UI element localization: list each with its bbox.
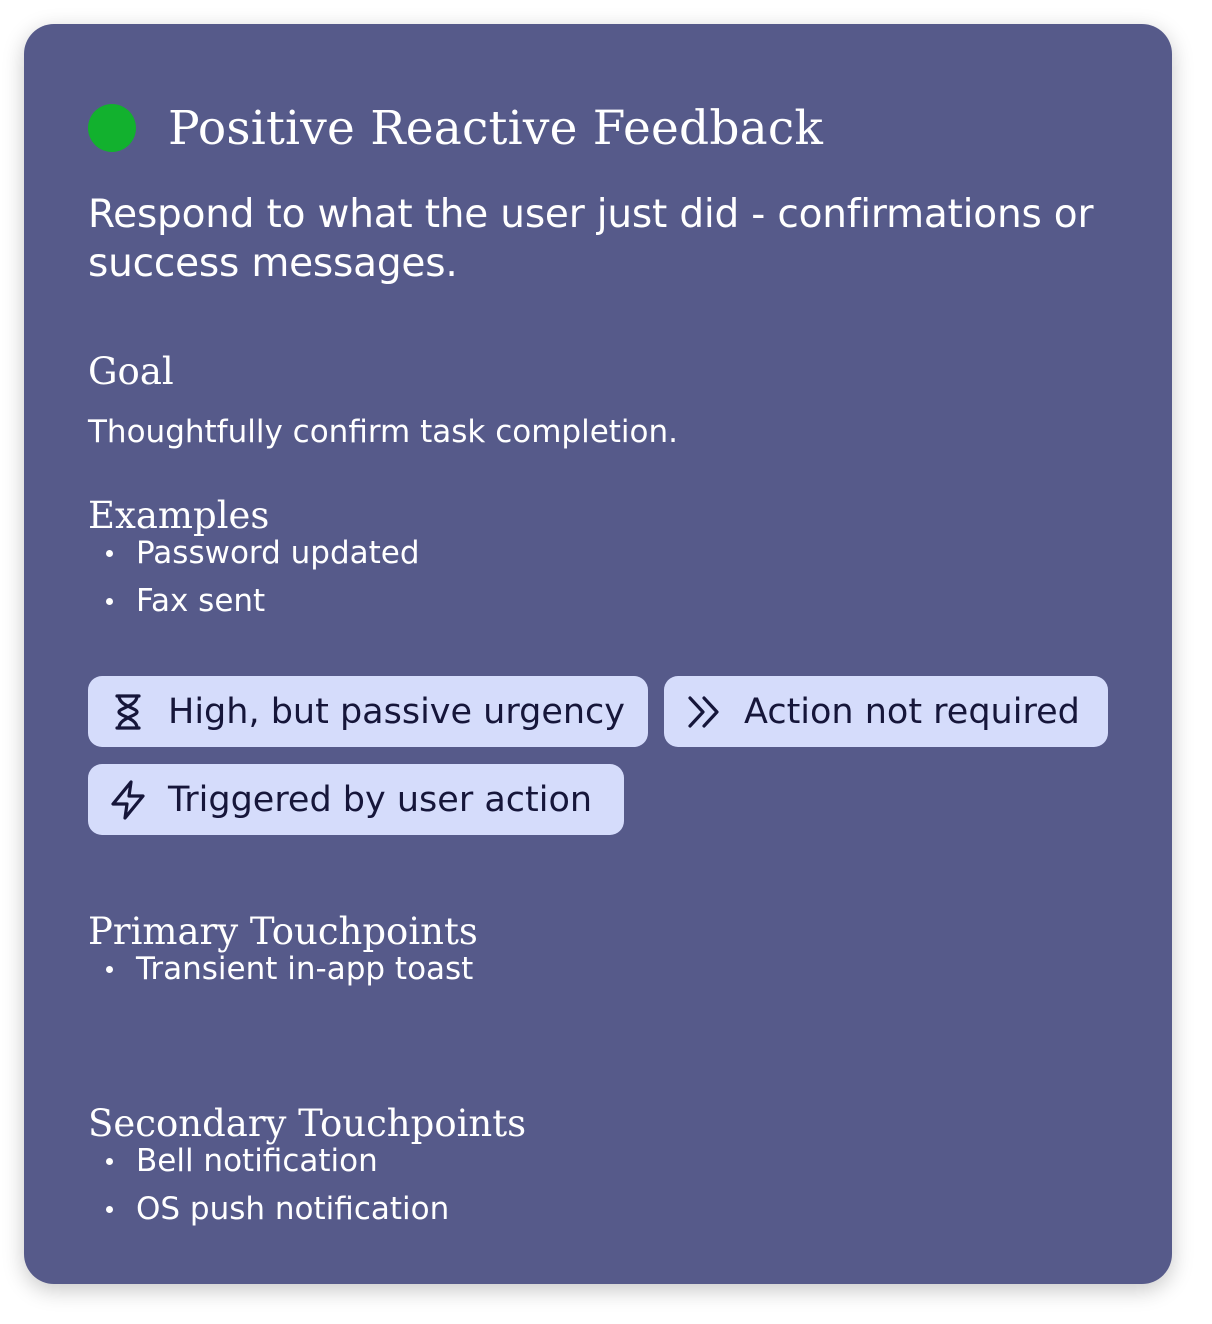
hourglass-icon bbox=[106, 690, 150, 734]
example-item-label: Password updated bbox=[136, 535, 420, 571]
primary-touchpoints-heading: Primary Touchpoints bbox=[88, 910, 478, 953]
card-header: Positive Reactive Feedback bbox=[88, 98, 823, 158]
chip-label: Triggered by user action bbox=[168, 779, 593, 820]
touchpoint-item-label: Transient in-app toast bbox=[136, 951, 474, 987]
lightning-bolt-icon bbox=[106, 778, 150, 822]
bullet-icon bbox=[106, 1206, 113, 1213]
bullet-icon bbox=[106, 598, 113, 605]
notification-type-card: Positive Reactive Feedback Respond to wh… bbox=[24, 24, 1172, 1284]
touchpoint-item-label: OS push notification bbox=[136, 1191, 450, 1227]
list-item: Transient in-app toast bbox=[88, 945, 473, 993]
secondary-touchpoints-list: Bell notification OS push notification bbox=[88, 1137, 449, 1233]
goal-text: Thoughtfully confirm task completion. bbox=[88, 414, 679, 450]
chip-trigger: Triggered by user action bbox=[88, 764, 624, 835]
bullet-icon bbox=[106, 550, 113, 557]
double-chevron-right-icon bbox=[682, 690, 726, 734]
list-item: Bell notification bbox=[88, 1137, 449, 1185]
chip-label: Action not required bbox=[744, 691, 1080, 732]
list-item: OS push notification bbox=[88, 1185, 449, 1233]
goal-heading: Goal bbox=[88, 350, 174, 393]
list-item: Fax sent bbox=[88, 577, 420, 625]
card-title: Positive Reactive Feedback bbox=[168, 100, 824, 156]
examples-list: Password updated Fax sent bbox=[88, 529, 420, 625]
primary-touchpoints-list: Transient in-app toast bbox=[88, 945, 473, 993]
secondary-touchpoints-heading: Secondary Touchpoints bbox=[88, 1102, 527, 1145]
chip-label: High, but passive urgency bbox=[168, 691, 626, 732]
example-item-label: Fax sent bbox=[136, 583, 266, 619]
card-description: Respond to what the user just did - conf… bbox=[88, 192, 1094, 286]
examples-heading: Examples bbox=[88, 494, 270, 537]
chip-action: Action not required bbox=[664, 676, 1108, 747]
chip-urgency: High, but passive urgency bbox=[88, 676, 648, 747]
bullet-icon bbox=[106, 1158, 113, 1165]
list-item: Password updated bbox=[88, 529, 420, 577]
bullet-icon bbox=[106, 966, 113, 973]
status-dot-icon bbox=[88, 104, 136, 152]
touchpoint-item-label: Bell notification bbox=[136, 1143, 378, 1179]
